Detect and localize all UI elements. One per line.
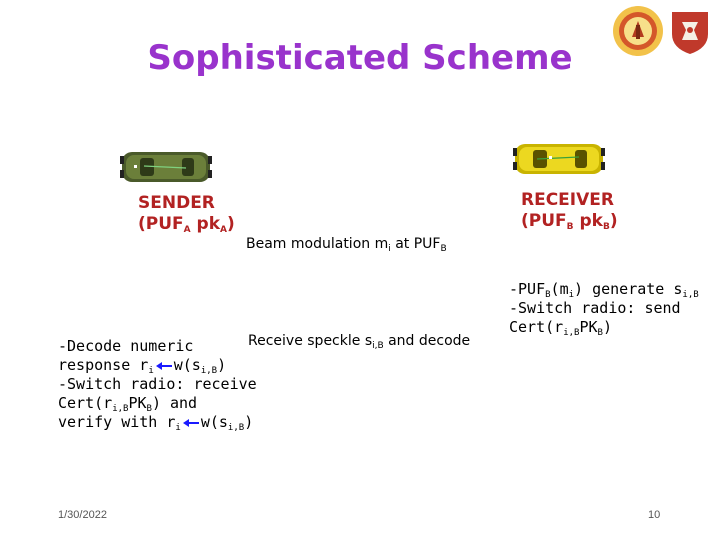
sender-pk-sub: A — [220, 225, 227, 235]
ss4-a: Cert(r — [58, 394, 113, 412]
ss2-a: response r — [58, 356, 149, 374]
footer-page-number: 10 — [648, 509, 661, 521]
sender-step-2: response ri w(si,B) — [58, 356, 257, 376]
rs1-b: (m — [550, 280, 569, 298]
slide-title: Sophisticated Scheme — [147, 38, 573, 78]
rs3-sub2: B — [597, 328, 603, 338]
receiver-pk-sub: B — [602, 222, 610, 232]
rs1-sub1: B — [545, 290, 551, 300]
rs3-a: Cert(r — [509, 318, 564, 336]
beam-text: Beam modulation m — [246, 236, 389, 252]
receiver-puf: (PUFB pkB) — [521, 211, 618, 232]
beam-at: at PUF — [390, 236, 441, 252]
rs1-a: -PUF — [509, 280, 546, 298]
sender-label: SENDER (PUFA pkA) — [138, 193, 235, 235]
sender-pk: pk — [190, 214, 221, 234]
beam-m-sub: i — [388, 244, 391, 254]
receiver-puf-prefix: (PUF — [521, 211, 567, 231]
ss2-sub1: i — [148, 366, 154, 376]
ss5-c: ) — [244, 413, 254, 431]
ss5-a: verify with r — [58, 413, 176, 431]
speckle-rest: and decode — [383, 333, 471, 349]
speckle-sub: i,B — [372, 341, 384, 351]
ss5-sub2: i,B — [227, 423, 245, 433]
receiver-label: RECEIVER (PUFB pkB) — [521, 190, 618, 232]
university-seal-logo — [613, 6, 663, 56]
ss2-sub2: i,B — [200, 366, 218, 376]
ss5-b: w(s — [200, 413, 228, 431]
rs3-c: ) — [602, 318, 612, 336]
receiver-step-1: -PUFB(mi) generate si,B — [509, 280, 699, 300]
beam-puf-sub: B — [440, 244, 447, 254]
rs3-sub1: i,B — [563, 328, 580, 338]
footer-date: 1/30/2022 — [58, 509, 107, 521]
left-arrow-icon — [155, 361, 172, 370]
sender-name: SENDER — [138, 193, 215, 213]
receive-speckle-text: Receive speckle si,B and decode — [248, 333, 471, 351]
sender-step-4: Cert(ri,BPKB) and — [58, 394, 257, 414]
sender-car-icon — [120, 152, 212, 182]
rs1-sub3: i,B — [682, 290, 699, 300]
receiver-steps: -PUFB(mi) generate si,B -Switch radio: s… — [509, 280, 699, 338]
speckle-text: Receive speckle s — [248, 333, 373, 349]
receiver-close: ) — [609, 211, 618, 231]
sender-step-1: -Decode numeric — [58, 337, 194, 355]
beam-modulation-text: Beam modulation mi at PUFB — [246, 236, 447, 254]
ss4-b: PK — [128, 394, 147, 412]
sender-puf-sub: A — [183, 225, 191, 235]
sender-close: ) — [227, 214, 235, 234]
ss4-sub2: B — [146, 404, 152, 414]
receiver-car-icon — [513, 144, 605, 174]
sender-step-3: -Switch radio: receive — [58, 375, 257, 393]
rs3-b: PK — [579, 318, 598, 336]
left-arrow-icon — [182, 418, 199, 427]
sender-step-5: verify with ri w(si,B) — [58, 413, 257, 433]
receiver-name: RECEIVER — [521, 190, 614, 210]
crest-logo — [672, 12, 708, 54]
rs1-sub2: i — [568, 290, 575, 300]
receiver-pk: pk — [573, 211, 603, 231]
ss2-b: w(s — [173, 356, 201, 374]
ss5-sub1: i — [175, 423, 181, 433]
sender-puf-prefix: (PUF — [138, 214, 184, 234]
ss4-sub1: i,B — [112, 404, 129, 414]
sender-puf: (PUFA pkA) — [138, 214, 235, 235]
ss4-c: ) and — [151, 394, 198, 412]
rs1-c: ) generate s — [574, 280, 683, 298]
ss2-c: ) — [217, 356, 227, 374]
receiver-step-3: Cert(ri,BPKB) — [509, 318, 699, 338]
receiver-puf-sub: B — [566, 222, 574, 232]
receiver-step-2: -Switch radio: send — [509, 299, 681, 317]
